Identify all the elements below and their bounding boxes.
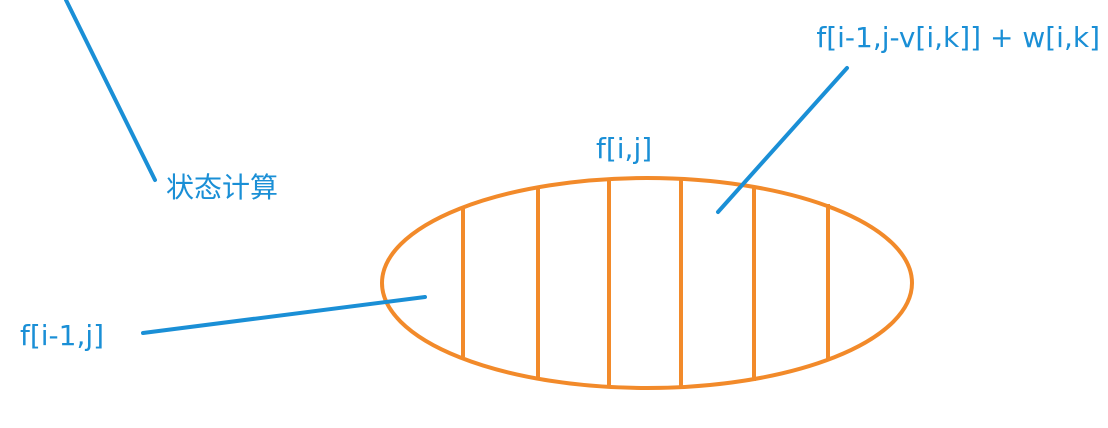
annotation-lines bbox=[64, 0, 849, 335]
state-set-ellipse bbox=[380, 176, 914, 390]
f-with-k-pointer-line bbox=[716, 66, 849, 214]
f-i-minus-1-j-pointer-line bbox=[141, 295, 427, 335]
state-computation-label: 状态计算 bbox=[166, 171, 278, 204]
f-i-j-label: f[i,j] bbox=[596, 132, 652, 165]
f-i-minus-1-j-label: f[i-1,j] bbox=[20, 319, 104, 352]
state-computation-pointer-line bbox=[64, 0, 157, 182]
state-set-ellipse-group bbox=[380, 176, 914, 390]
f-with-k-label: f[i-1,j-v[i,k]] + w[i,k] bbox=[816, 21, 1100, 54]
